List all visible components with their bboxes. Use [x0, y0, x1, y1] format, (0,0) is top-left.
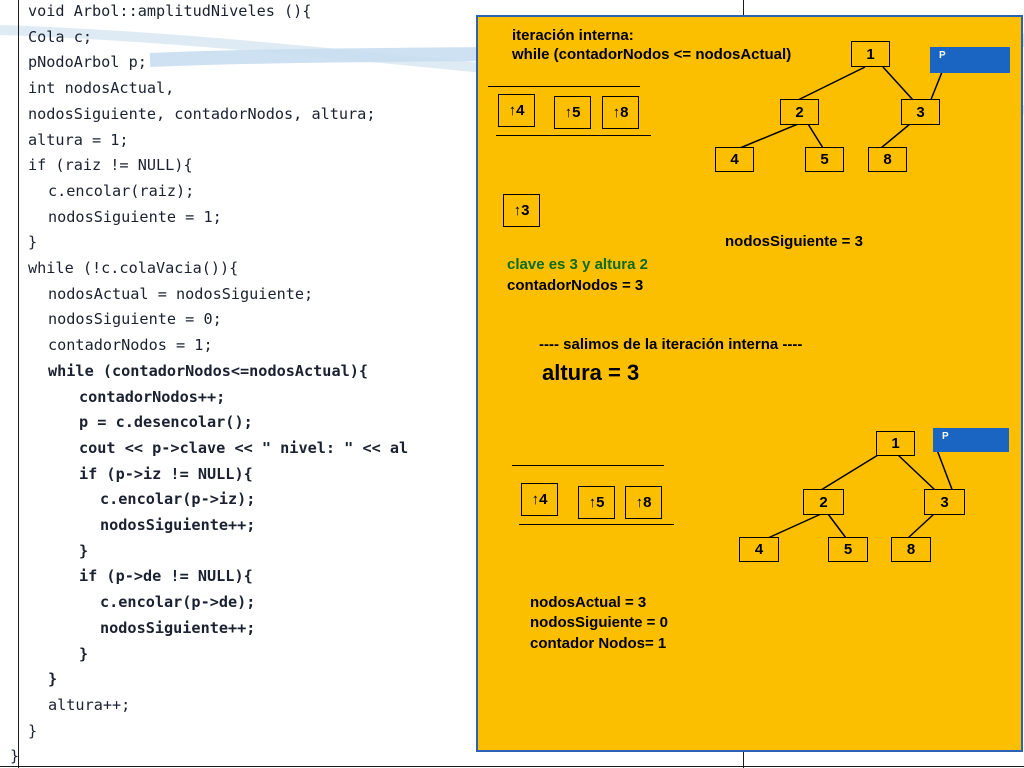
left-border-line [18, 0, 19, 768]
top-tree-node-root: 1 [851, 41, 890, 67]
code-line: nodosSiguiente = 1; [48, 207, 222, 226]
queue-bottom-bottom-line [519, 524, 674, 525]
top-tree-node-2: 2 [780, 99, 819, 125]
top-tree-node-3: 3 [901, 99, 940, 125]
code-listing: void Arbol::amplitudNiveles (){Cola c;pN… [10, 2, 480, 768]
code-line: p = c.desencolar(); [79, 413, 253, 432]
code-line: nodosSiguiente++; [100, 516, 256, 534]
code-line: cout << p->clave << " nivel: " << al [79, 438, 409, 457]
altura-value: altura = 3 [542, 360, 640, 385]
queue-bottom-item-8: ↑8 [625, 486, 662, 519]
code-line: Cola c; [28, 27, 93, 46]
queue-bottom-line [512, 465, 664, 466]
code-line: void Arbol::amplitudNiveles (){ [28, 2, 312, 20]
bottom-border-line [0, 766, 1024, 767]
code-line: } [79, 644, 89, 663]
top-tree-node-5: 5 [805, 147, 844, 172]
code-line: nodosSiguiente = 0; [48, 310, 222, 329]
code-line: altura++; [48, 695, 131, 714]
bottom-divider-line [743, 752, 744, 768]
code-line: } [28, 721, 38, 740]
contador-nodos-bottom: contador Nodos= 1 [530, 635, 667, 652]
queue-top-item-8: ↑8 [602, 96, 639, 129]
clave-altura-line: clave es 3 y altura 2 [507, 256, 648, 273]
code-line: while (contadorNodos<=nodosActual){ [48, 361, 369, 380]
bottom-tree-node-8: 8 [891, 537, 931, 562]
code-line: if (p->iz != NULL){ [79, 464, 253, 483]
code-line: } [10, 747, 20, 766]
top-tree-node-4: 4 [715, 147, 754, 172]
code-line: c.encolar(p->iz); [100, 490, 256, 509]
queue-top-item-4: ↑4 [498, 94, 535, 127]
code-line: } [28, 233, 38, 252]
tree-edges [739, 56, 954, 539]
code-line: contadorNodos = 1; [48, 336, 213, 355]
queue-top-line [488, 86, 640, 87]
nodos-actual-bottom: nodosActual = 3 [530, 594, 647, 611]
queue-top-bottom-line [496, 135, 651, 136]
bottom-tree-node-root: 1 [876, 431, 915, 456]
header-line-1: iteración interna: [512, 27, 634, 44]
top-divider-line [743, 0, 744, 15]
bottom-tree-node-4: 4 [739, 537, 779, 562]
bottom-tree-node-2: 2 [803, 489, 844, 515]
code-line: pNodoArbol p; [28, 53, 147, 72]
exit-inner-loop-message: ---- salimos de la iteración interna ---… [539, 336, 803, 353]
top-p-pointer-label: P [930, 47, 1010, 73]
code-line: } [79, 541, 89, 560]
top-tree-node-8: 8 [868, 147, 907, 172]
code-line: c.encolar(raiz); [48, 181, 195, 200]
nodos-siguiente-top: nodosSiguiente = 3 [725, 233, 863, 250]
code-line: c.encolar(p->de); [100, 593, 256, 612]
nodos-siguiente-bottom: nodosSiguiente = 0 [530, 614, 668, 631]
bottom-p-pointer-label: P [933, 428, 1009, 452]
code-line: while (!c.colaVacia()){ [28, 259, 239, 277]
queue-top-item-5: ↑5 [554, 96, 591, 129]
bottom-tree-node-5: 5 [828, 537, 868, 562]
code-line: int nodosActual, [28, 79, 175, 98]
code-line: contadorNodos++; [79, 387, 226, 406]
queue-bottom-item-5: ↑5 [578, 486, 615, 519]
code-line: } [48, 670, 58, 689]
contador-nodos-top: contadorNodos = 3 [507, 277, 644, 294]
code-line: altura = 1; [28, 130, 129, 149]
code-line: nodosSiguiente++; [100, 618, 256, 637]
header-line-2: while (contadorNodos <= nodosActual) [512, 46, 792, 63]
code-line: nodosSiguiente, contadorNodos, altura; [28, 104, 376, 123]
code-line: if (raiz != NULL){ [28, 156, 193, 175]
code-line: nodosActual = nodosSiguiente; [48, 284, 314, 303]
queue-bottom-item-4: ↑4 [521, 483, 558, 516]
bottom-tree-node-3: 3 [924, 489, 965, 515]
dequeued-node: ↑3 [503, 194, 540, 227]
code-line: if (p->de != NULL){ [79, 567, 253, 586]
trace-panel: iteración interna: while (contadorNodos … [476, 15, 1023, 752]
